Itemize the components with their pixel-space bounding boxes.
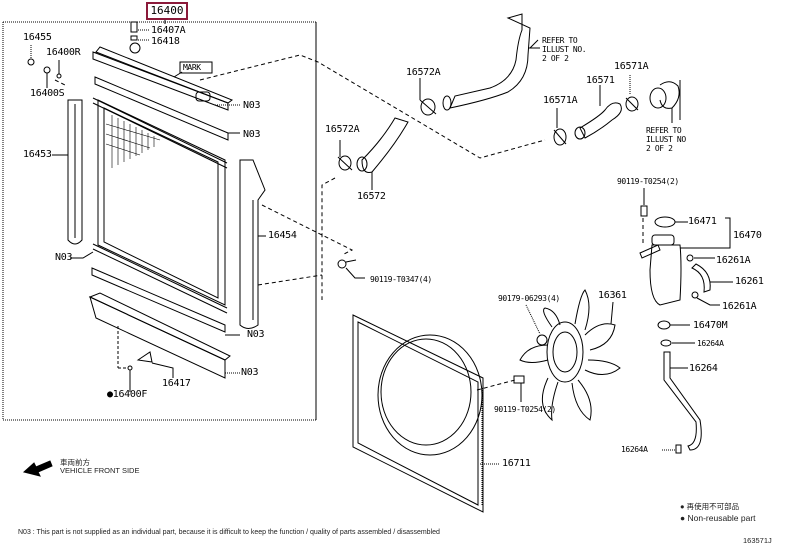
routing-dashed-lines bbox=[54, 54, 644, 391]
refer-illust-note-right[interactable]: REFER TO ILLUST NO 2 OF 2 bbox=[646, 126, 686, 153]
mark-box bbox=[179, 61, 213, 74]
part-callout-90119-T0254-top[interactable]: 90119-T0254(2) bbox=[617, 177, 679, 186]
part-callout-16470M[interactable]: 16470M bbox=[693, 320, 728, 331]
front-direction-label-jp: 車両前方 bbox=[60, 458, 90, 467]
clamp-16572A-left-icon bbox=[337, 140, 353, 171]
part-callout-90119-T0254-mid[interactable]: 90119-T0254(2) bbox=[494, 405, 556, 414]
part-number-text: 16400F bbox=[112, 389, 148, 400]
legend-non-reusable-jp: ● 再使用不可部品 bbox=[680, 501, 739, 512]
part-callout-n03-lower-gasket[interactable]: N03 bbox=[247, 329, 265, 340]
upper-hose-pipe-icon bbox=[442, 13, 540, 111]
legend-text-jp: 再使用不可部品 bbox=[686, 502, 740, 511]
drain-cock-icon bbox=[117, 326, 174, 392]
legend-non-reusable-en: ● Non-reusable part bbox=[680, 513, 756, 523]
legend-dot-icon: ● bbox=[680, 502, 687, 511]
water-outlet-icon bbox=[649, 81, 680, 123]
bolt-90119-T0347-icon bbox=[337, 259, 365, 279]
part-callout-16711[interactable]: 16711 bbox=[502, 458, 531, 469]
part-callout-n03-lower-core[interactable]: N03 bbox=[55, 252, 73, 263]
fan-shroud-icon bbox=[352, 314, 500, 513]
part-callout-16572[interactable]: 16572 bbox=[357, 191, 386, 202]
lower-tank-icon bbox=[88, 267, 231, 379]
front-direction-label-en: VEHICLE FRONT SIDE bbox=[60, 466, 140, 475]
n03-footnote: N03 : This part is not supplied as an in… bbox=[18, 529, 440, 536]
radiator-cap-icon bbox=[130, 21, 150, 41]
part-callout-16261A-bottom[interactable]: 16261A bbox=[722, 301, 757, 312]
part-callout-16400S[interactable]: 16400S bbox=[30, 88, 65, 99]
part-callout-16264A-top[interactable]: 16264A bbox=[697, 339, 724, 348]
part-callout-16571A-right[interactable]: 16571A bbox=[614, 61, 649, 72]
callout-leaders bbox=[52, 39, 681, 374]
clamp-16571A-mid-icon bbox=[553, 108, 567, 146]
part-callout-16572A-top[interactable]: 16572A bbox=[406, 67, 441, 78]
part-callout-16264[interactable]: 16264 bbox=[689, 363, 718, 374]
hose-16571-icon bbox=[574, 85, 622, 140]
part-callout-90179-06293[interactable]: 90179-06293(4) bbox=[498, 294, 560, 303]
part-callout-16261[interactable]: 16261 bbox=[735, 276, 764, 287]
bolt-90119-T0254-top-icon bbox=[640, 188, 648, 217]
clamp-16571A-right-icon bbox=[625, 75, 639, 112]
part-callout-16400R[interactable]: 16400R bbox=[46, 47, 81, 58]
part-callout-16400F[interactable]: ●16400F bbox=[107, 389, 147, 400]
front-arrow-icon bbox=[22, 460, 53, 477]
legend-text-en: Non-reusable part bbox=[687, 513, 756, 523]
part-callout-n03-lower-tank[interactable]: N03 bbox=[241, 367, 259, 378]
bolt-90119-T0254-mid-icon bbox=[513, 375, 525, 402]
part-callout-16261A-top[interactable]: 16261A bbox=[716, 255, 751, 266]
mark-label: MARK bbox=[183, 63, 201, 72]
figure-id: 163571J bbox=[743, 536, 772, 545]
cooling-fan-icon bbox=[519, 289, 621, 422]
part-callout-16264A-bottom[interactable]: 16264A bbox=[621, 445, 648, 454]
refer-illust-note-top[interactable]: REFER TO ILLUST NO. 2 OF 2 bbox=[542, 36, 587, 63]
reservoir-tank-icon bbox=[639, 216, 733, 347]
part-callout-16407A[interactable]: 16407A bbox=[151, 25, 186, 36]
part-callout-16470[interactable]: 16470 bbox=[733, 230, 762, 241]
part-callout-16471[interactable]: 16471 bbox=[688, 216, 717, 227]
part-callout-16453[interactable]: 16453 bbox=[23, 149, 52, 160]
part-callout-16417[interactable]: 16417 bbox=[162, 378, 191, 389]
part-callout-16571[interactable]: 16571 bbox=[586, 75, 615, 86]
drain-plug-icons bbox=[27, 45, 62, 88]
legend-dot-icon: ● bbox=[680, 513, 688, 523]
overflow-hose-icon bbox=[662, 351, 702, 454]
non-reusable-dot-icon: ● bbox=[107, 389, 113, 400]
upper-tank-icon bbox=[92, 42, 234, 141]
part-callout-n03-upper-tank[interactable]: N03 bbox=[243, 100, 261, 111]
part-callout-16571A-mid[interactable]: 16571A bbox=[543, 95, 578, 106]
side-support-left-icon bbox=[67, 99, 83, 245]
part-callout-16572A-left[interactable]: 16572A bbox=[325, 124, 360, 135]
side-support-right-icon bbox=[239, 159, 266, 329]
lower-hose-16572-icon bbox=[356, 117, 409, 190]
part-callout-16454[interactable]: 16454 bbox=[268, 230, 297, 241]
part-callout-16455[interactable]: 16455 bbox=[23, 32, 52, 43]
main-part-number-badge[interactable]: 16400 bbox=[146, 2, 188, 20]
part-callout-16418[interactable]: 16418 bbox=[151, 36, 180, 47]
part-callout-n03-upper-gasket[interactable]: N03 bbox=[243, 129, 261, 140]
clamp-16572A-top-icon bbox=[419, 78, 437, 116]
radiator-core-icon bbox=[92, 97, 228, 314]
part-callout-16361[interactable]: 16361 bbox=[598, 290, 627, 301]
part-callout-90119-T0347[interactable]: 90119-T0347(4) bbox=[370, 275, 432, 284]
radiator-assembly-frame bbox=[2, 21, 316, 421]
